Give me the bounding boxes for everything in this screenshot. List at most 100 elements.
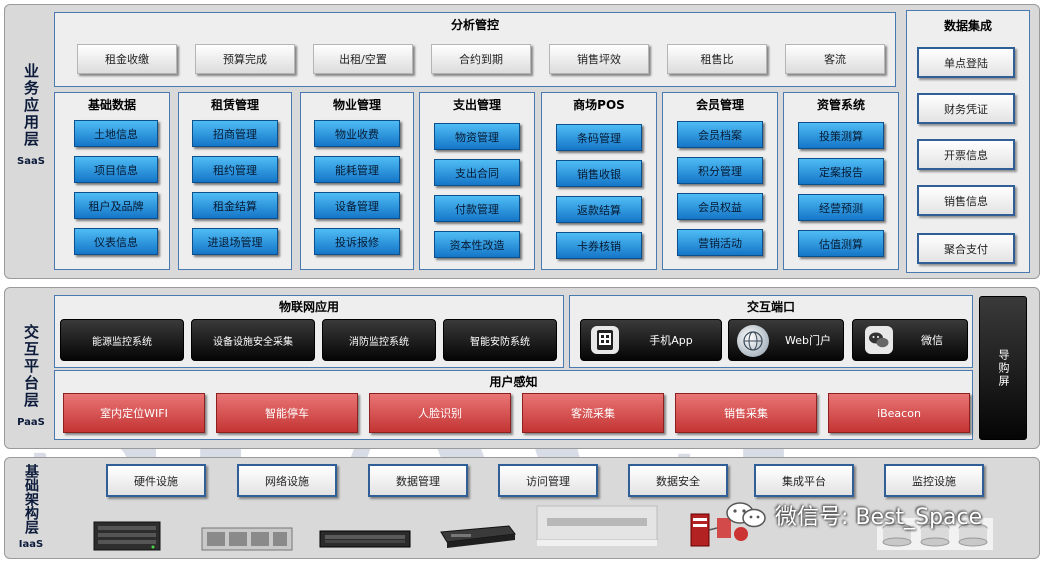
module-item[interactable]: 营销活动 [677, 229, 763, 256]
network-switch-image [319, 528, 411, 550]
module-item[interactable]: 土地信息 [74, 120, 158, 147]
analytics-item-occupancy[interactable]: 出租/空置 [313, 44, 413, 74]
module-item[interactable]: 经营预测 [798, 194, 884, 221]
module-title: 基础数据 [87, 98, 136, 112]
module-item[interactable]: 估值测算 [798, 230, 884, 257]
iaas-item-integration-platform[interactable]: 集成平台 [754, 464, 854, 497]
iaas-item-data-management[interactable]: 数据管理 [368, 464, 468, 497]
module-item[interactable]: 条码管理 [556, 124, 642, 151]
wechat-icon [865, 326, 893, 354]
module-property-management: 物业管理 物业收费 能耗管理 设备管理 投诉报修 [300, 92, 414, 270]
module-item[interactable]: 物业收费 [314, 120, 400, 147]
iaas-item-data-security[interactable]: 数据安全 [628, 464, 728, 497]
module-item[interactable]: 支出合同 [434, 159, 520, 186]
iot-item-energy-monitoring[interactable]: 能源监控系统 [60, 319, 184, 361]
storage-server-image [201, 526, 293, 552]
integration-item-aggregated-payment[interactable]: 聚合支付 [917, 233, 1015, 264]
module-item[interactable]: 进退场管理 [192, 228, 278, 255]
analytics-item-budget[interactable]: 预算完成 [195, 44, 295, 74]
iot-item-facility-safety[interactable]: 设备设施安全采集 [191, 319, 315, 361]
module-item[interactable]: 销售收银 [556, 160, 642, 187]
module-item[interactable]: 租户及品牌 [74, 192, 158, 219]
ports-title: 交互端口 [746, 300, 795, 314]
perception-item-traffic-collection[interactable]: 客流采集 [522, 393, 664, 433]
integration-panel: 数据集成 单点登陆 财务凭证 开票信息 销售信息 聚合支付 [906, 10, 1030, 273]
analytics-item-rent-sales-ratio[interactable]: 租售比 [667, 44, 767, 74]
module-asset-system: 资管系统 投策测算 定案报告 经营预测 估值测算 [783, 92, 899, 270]
paas-label-cn: 交互平台层 [22, 324, 40, 409]
iot-title: 物联网应用 [278, 300, 339, 314]
module-item[interactable]: 投策测算 [798, 122, 884, 149]
iaas-item-access-management[interactable]: 访问管理 [498, 464, 598, 497]
perception-item-indoor-wifi[interactable]: 室内定位WIFI [63, 393, 205, 433]
iot-item-security[interactable]: 智能安防系统 [443, 319, 557, 361]
integration-title: 数据集成 [943, 19, 992, 33]
integration-item-invoice[interactable]: 开票信息 [917, 139, 1015, 170]
module-item[interactable]: 项目信息 [74, 156, 158, 183]
paas-layer: 交互平台层 PaaS 物联网应用 能源监控系统 设备设施安全采集 消防监控系统 … [4, 287, 1040, 449]
server-rack-image [93, 520, 161, 552]
integration-item-sales-info[interactable]: 销售信息 [917, 185, 1015, 216]
wechat-footer: 微信号: Best_Space [725, 498, 982, 532]
module-item[interactable]: 积分管理 [677, 157, 763, 184]
wechat-footer-text: 微信号: Best_Space [775, 505, 983, 530]
iaas-layer-label: 基础架构层 IaaS [13, 464, 49, 551]
ports-panel: 交互端口 手机App Web门户 微信 [569, 295, 973, 368]
saas-layer-label: 业务应用层 SaaS [13, 63, 49, 168]
saas-label-en: SaaS [17, 156, 45, 167]
module-item[interactable]: 设备管理 [314, 192, 400, 219]
guide-screen-button[interactable]: 导购屏 [979, 296, 1027, 440]
perception-title: 用户感知 [489, 375, 538, 389]
module-item[interactable]: 仪表信息 [74, 228, 158, 255]
analytics-title: 分析管控 [450, 18, 499, 32]
analytics-item-traffic[interactable]: 客流 [785, 44, 885, 74]
wechat-footer-icon [725, 500, 769, 530]
module-basic-data: 基础数据 土地信息 项目信息 租户及品牌 仪表信息 [54, 92, 170, 270]
iaas-label-en: IaaS [18, 539, 44, 550]
port-wechat[interactable]: 微信 [852, 319, 968, 361]
iaas-item-hardware[interactable]: 硬件设施 [106, 464, 206, 497]
iaas-item-network[interactable]: 网络设施 [237, 464, 337, 497]
perception-item-sales-collection[interactable]: 销售采集 [675, 393, 817, 433]
perception-item-smart-parking[interactable]: 智能停车 [216, 393, 358, 433]
iot-panel: 物联网应用 能源监控系统 设备设施安全采集 消防监控系统 智能安防系统 [54, 295, 564, 368]
module-mall-pos: 商场POS 条码管理 销售收银 返款结算 卡券核销 [541, 92, 657, 270]
module-item[interactable]: 定案报告 [798, 158, 884, 185]
iaas-item-monitoring[interactable]: 监控设施 [884, 464, 984, 497]
module-item[interactable]: 租金结算 [192, 192, 278, 219]
saas-layer: 业务应用层 SaaS 分析管控 租金收缴 预算完成 出租/空置 合约到期 销售坪… [4, 4, 1040, 279]
database-cluster-image [877, 516, 993, 552]
module-expense-management: 支出管理 物资管理 支出合同 付款管理 资本性改造 [419, 92, 535, 270]
patch-panel-image [535, 502, 659, 550]
integration-item-sso[interactable]: 单点登陆 [917, 47, 1015, 78]
module-item[interactable]: 能耗管理 [314, 156, 400, 183]
port-web-portal[interactable]: Web门户 [728, 319, 844, 361]
port-mobile-app[interactable]: 手机App [580, 319, 722, 361]
paas-layer-label: 交互平台层 PaaS [13, 324, 49, 429]
integration-item-financial-voucher[interactable]: 财务凭证 [917, 93, 1015, 124]
guide-screen-label: 导购屏 [997, 348, 1010, 388]
module-item[interactable]: 付款管理 [434, 195, 520, 222]
iot-item-fire-monitoring[interactable]: 消防监控系统 [322, 319, 436, 361]
module-item[interactable]: 招商管理 [192, 120, 278, 147]
module-title: 支出管理 [452, 98, 501, 112]
analytics-item-sales-efficiency[interactable]: 销售坪效 [549, 44, 649, 74]
port-label: 微信 [921, 334, 943, 347]
analytics-item-rent-collection[interactable]: 租金收缴 [77, 44, 177, 74]
perception-item-face-recognition[interactable]: 人脸识别 [369, 393, 511, 433]
port-label: Web门户 [785, 334, 831, 347]
perception-item-ibeacon[interactable]: iBeacon [828, 393, 970, 433]
module-item[interactable]: 会员档案 [677, 121, 763, 148]
module-item[interactable]: 会员权益 [677, 193, 763, 220]
module-item[interactable]: 返款结算 [556, 196, 642, 223]
module-item[interactable]: 租约管理 [192, 156, 278, 183]
module-item[interactable]: 物资管理 [434, 123, 520, 150]
port-label: 手机App [649, 334, 693, 347]
perception-panel: 用户感知 室内定位WIFI 智能停车 人脸识别 客流采集 销售采集 iBeaco… [54, 370, 973, 440]
module-title: 会员管理 [695, 98, 744, 112]
module-item[interactable]: 投诉报修 [314, 228, 400, 255]
module-lease-management: 租赁管理 招商管理 租约管理 租金结算 进退场管理 [178, 92, 292, 270]
analytics-item-contract-expiry[interactable]: 合约到期 [431, 44, 531, 74]
module-item[interactable]: 资本性改造 [434, 231, 520, 258]
module-item[interactable]: 卡券核销 [556, 232, 642, 259]
